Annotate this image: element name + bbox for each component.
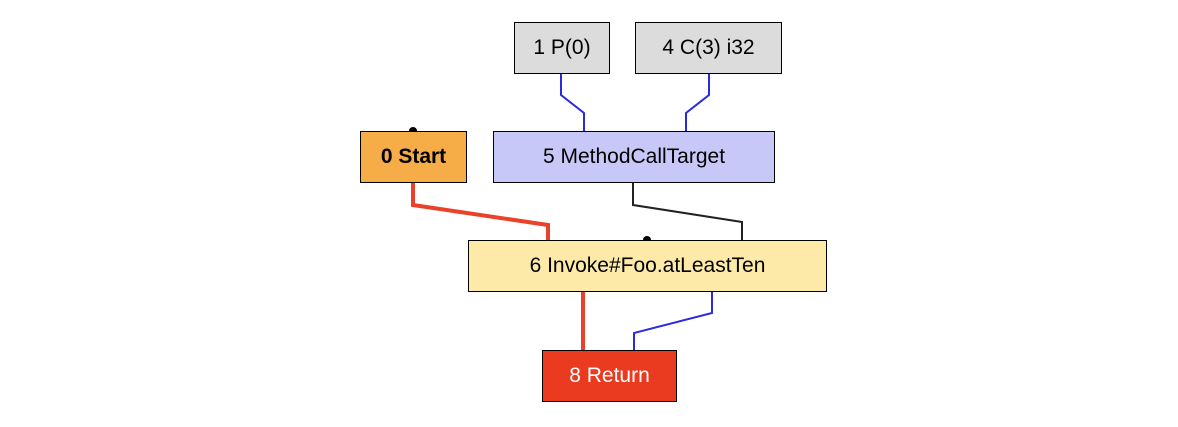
node-method-call-target[interactable]: 5 MethodCallTarget [493, 131, 775, 183]
edge-const-to-target [685, 74, 710, 131]
edge-start-to-invoke [411, 183, 550, 240]
node-constant[interactable]: 4 C(3) i32 [635, 22, 782, 74]
node-return-label: 8 Return [569, 364, 650, 387]
node-constant-label: 4 C(3) i32 [662, 36, 755, 59]
edge-param-to-target [560, 74, 585, 131]
edge-target-to-invoke [632, 183, 743, 240]
node-invoke[interactable]: 6 Invoke#Foo.atLeastTen [468, 240, 827, 292]
node-start-label: 0 Start [380, 145, 447, 168]
node-start[interactable]: 0 Start [360, 131, 467, 183]
edge-invoke-to-return-data [633, 292, 713, 350]
node-invoke-label: 6 Invoke#Foo.atLeastTen [529, 254, 766, 277]
node-method-call-target-label: 5 MethodCallTarget [542, 145, 726, 168]
node-param[interactable]: 1 P(0) [514, 22, 610, 74]
node-return[interactable]: 8 Return [542, 350, 677, 402]
node-param-label: 1 P(0) [533, 36, 591, 59]
